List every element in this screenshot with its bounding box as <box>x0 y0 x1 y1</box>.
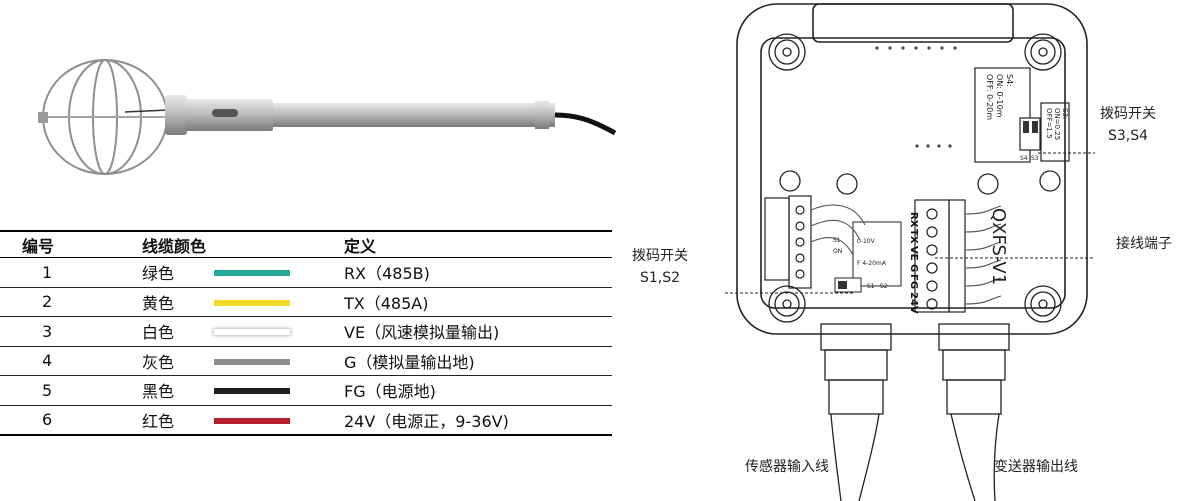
opt-0-10v: 0-10V <box>857 238 876 245</box>
row-color-name: 红色 <box>130 405 214 436</box>
s4-note-panel <box>974 67 1031 163</box>
color-swatch <box>214 299 290 306</box>
callout-s3s4-ids: S3,S4 <box>1107 128 1149 144</box>
table-row: 4 灰色 G（模拟量输出地) <box>0 346 612 376</box>
terminal-tx: TX <box>908 229 919 244</box>
color-swatch <box>214 358 290 365</box>
anemometer-probe-illustration <box>38 59 617 175</box>
row-color-name: 绿色 <box>130 257 214 288</box>
row-color-name: 黑色 <box>130 375 214 406</box>
enclosure-inner <box>760 37 1066 309</box>
row-color-name: 灰色 <box>130 346 214 376</box>
row-number: 1 <box>0 257 130 288</box>
terminal-ve: VE <box>908 246 919 261</box>
row-color-name: 白色 <box>130 316 214 347</box>
color-swatch <box>214 329 290 336</box>
opt-s1: S1 <box>833 237 841 244</box>
sensing-element <box>124 109 169 113</box>
switch-id-s2: S2 <box>880 283 888 290</box>
s3-note-title: S3: <box>1061 108 1069 119</box>
callout-transmitter-output: 变送器输出线 <box>994 459 1078 475</box>
wire-bundle <box>810 204 1002 305</box>
wire-cage <box>42 59 168 175</box>
opt-4-20ma: F 4-20mA <box>857 260 887 267</box>
color-swatch <box>214 417 290 424</box>
probe-cable <box>554 112 617 136</box>
dip-switch-s1-s2[interactable] <box>834 277 862 293</box>
header-number: 编号 <box>0 230 130 258</box>
row-number: 3 <box>0 316 130 347</box>
row-number: 6 <box>0 405 130 436</box>
terminal-fg: FG <box>908 274 919 289</box>
s3-note-on: ON=0.25 <box>1053 108 1061 140</box>
probe-collar <box>165 95 187 135</box>
output-option-panel <box>852 221 902 287</box>
table-row: 5 黑色 FG（电源地) <box>0 375 612 406</box>
table-row: 2 黄色 TX（485A) <box>0 287 612 317</box>
row-color-name: 黄色 <box>130 287 214 317</box>
s4-note-off: OFF: 0-20m <box>985 74 994 120</box>
callout-s1s2: 拨码开关 S1,S2 <box>632 245 688 289</box>
callout-terminal: 接线端子 <box>1116 236 1172 252</box>
callout-s1s2-ids: S1,S2 <box>639 270 681 286</box>
s4-note-title: S4: <box>1005 74 1014 87</box>
callout-s3s4-title: 拨码开关 <box>1100 106 1156 122</box>
switch-id-s1: S1 <box>867 283 875 290</box>
model-label: QXFS-V1 <box>988 208 1009 285</box>
switch-id-s4: S4 <box>1020 155 1028 162</box>
header-cable-color: 线缆颜色 <box>130 230 344 258</box>
row-definition: 24V（电源正，9-36V) <box>344 405 612 436</box>
table-row: 3 白色 VE（风速模拟量输出) <box>0 316 612 347</box>
header-definition: 定义 <box>344 230 612 258</box>
terminal-24v: 24V <box>908 292 919 314</box>
mounting-screws <box>768 33 1062 323</box>
row-definition: TX（485A) <box>344 287 612 317</box>
s4-note-on: ON: 0-10m <box>995 74 1004 118</box>
row-number: 4 <box>0 346 130 376</box>
row-definition: VE（风速模拟量输出) <box>344 316 612 347</box>
row-definition: G（模拟量输出地) <box>344 346 612 376</box>
opt-on: ON <box>833 248 842 255</box>
row-definition: RX（485B) <box>344 257 612 288</box>
row-number: 5 <box>0 375 130 406</box>
callout-s3s4: 拨码开关 S3,S4 <box>1100 103 1156 147</box>
terminal-block <box>914 199 966 313</box>
table-row: 1 绿色 RX（485B) <box>0 257 612 288</box>
row-number: 2 <box>0 287 130 317</box>
color-swatch <box>214 388 290 395</box>
terminal-rx: RX <box>908 212 919 228</box>
switch-id-s3: S3 <box>1031 155 1039 162</box>
cable-gland-output <box>938 323 1010 501</box>
dip-switch-s3-s4[interactable] <box>1019 117 1041 151</box>
table-row: 6 红色 24V（电源正，9-36V) <box>0 405 612 436</box>
terminal-g: G <box>908 264 919 272</box>
row-definition: FG（电源地) <box>344 375 612 406</box>
callout-sensor-input: 传感器输入线 <box>745 459 829 475</box>
s3-note-panel <box>1040 102 1070 162</box>
color-swatch <box>214 270 290 277</box>
wiring-table: 编号 线缆颜色 定义 1 绿色 RX（485B) 2 黄色 TX（485A) 3… <box>0 230 612 436</box>
left-connector-block <box>764 195 812 289</box>
probe-rod <box>273 103 555 127</box>
transmitter-box-diagram: S4: ON: 0-10m OFF: 0-20m S3: ON=0.25 OFF… <box>725 3 1095 501</box>
cable-gland-input <box>820 323 892 501</box>
s3-note-off: OFF=1.5 <box>1045 108 1053 139</box>
callout-s1s2-title: 拨码开关 <box>632 248 688 264</box>
table-header-row: 编号 线缆颜色 定义 <box>0 230 612 258</box>
